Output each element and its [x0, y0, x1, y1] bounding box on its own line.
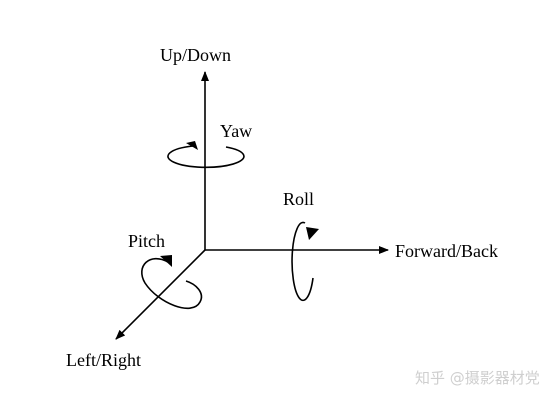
left-right-axis: [115, 249, 206, 340]
left-right-label: Left/Right: [66, 350, 141, 370]
yaw-rotation-icon: [167, 141, 245, 169]
pitch-label: Pitch: [128, 231, 166, 251]
roll-rotation-icon: [291, 221, 319, 302]
up-down-label: Up/Down: [160, 45, 231, 65]
forward-back-label: Forward/Back: [395, 241, 498, 261]
roll-label: Roll: [283, 189, 315, 209]
pitch-rotation-icon: [141, 255, 203, 309]
yaw-label: Yaw: [220, 121, 253, 141]
watermark-text: 知乎 @摄影器材党: [415, 369, 540, 387]
